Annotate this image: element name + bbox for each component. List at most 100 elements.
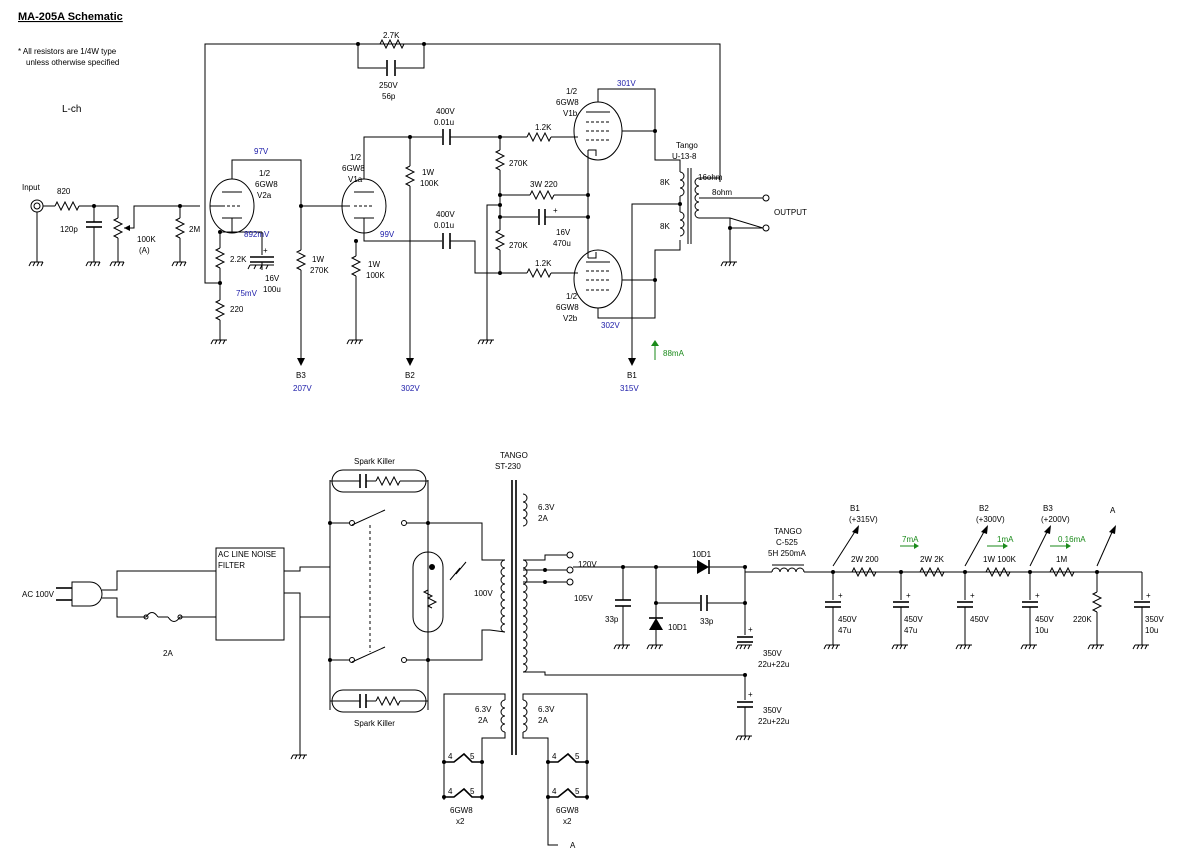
ground-icon: [346, 339, 363, 345]
ground-icon: [823, 644, 840, 650]
v2a-name: V2a: [257, 191, 272, 200]
schematic-title: MA-205A Schematic: [18, 11, 123, 23]
volume-label: 100K: [137, 235, 156, 244]
ot-secondary-8: 8ohm: [712, 188, 732, 197]
v1b-plate-voltage: 301V: [617, 79, 636, 88]
ground-icon: [28, 261, 44, 267]
svg-text:+: +: [906, 591, 911, 600]
b3-node: B3: [1043, 504, 1053, 513]
v2a-half: 1/2: [259, 169, 271, 178]
fuse-label: 2A: [163, 649, 173, 658]
tap-105v: 105V: [574, 594, 593, 603]
tube-v2b: [573, 249, 623, 309]
cap-33p-a: 33p: [605, 615, 619, 624]
cap2-value: 47u: [904, 626, 917, 635]
r-cathode-output: 3W 220: [530, 180, 558, 189]
cap-33p-b: 33p: [700, 617, 714, 626]
b2-node: B2: [979, 504, 989, 513]
cap-b-value: 22u+22u: [758, 717, 789, 726]
v2b-plate-voltage: 302V: [601, 321, 620, 330]
heater3-current: 2A: [538, 716, 548, 725]
ground-icon: [290, 754, 307, 760]
pin4-label: 4: [448, 752, 453, 761]
v1a-type: 6GW8: [342, 164, 365, 173]
heater1-voltage: 6.3V: [538, 503, 555, 512]
b1-node-voltage: (+315V): [849, 515, 878, 524]
ground-icon: [1087, 644, 1104, 650]
ground-icon: [735, 644, 752, 650]
r-cathode1-label: 2.2K: [230, 255, 247, 264]
r-grid-leak2: 270K: [509, 241, 528, 250]
c-couple2-value: 0.01u: [434, 221, 454, 230]
heater-string-right: [546, 752, 589, 799]
pin5-label: 5: [575, 752, 580, 761]
c-cathode-out-voltage: 16V: [556, 228, 571, 237]
r-load1-watt: 1W: [312, 255, 324, 264]
ground-icon: [646, 644, 663, 650]
tube-v1b: [573, 101, 623, 161]
volume-taper-label: (A): [139, 246, 150, 255]
svg-text:+: +: [748, 690, 753, 699]
choke-model: C-525: [776, 538, 798, 547]
ground-icon: [1020, 644, 1037, 650]
heater-left-count: x2: [456, 817, 465, 826]
choke-rating: 5H 250mA: [768, 549, 806, 558]
pt-brand: TANGO: [500, 451, 528, 460]
resistor-note-line1: * All resistors are 1/4W type: [18, 47, 117, 56]
svg-text:+: +: [553, 206, 558, 215]
cap4-value: 10u: [1035, 626, 1048, 635]
svg-text:+: +: [970, 591, 975, 600]
ground-icon: [735, 735, 752, 741]
b1-current: 88mA: [663, 349, 685, 358]
channel-label: L-ch: [62, 104, 81, 115]
v2a-plate-voltage: 97V: [254, 147, 269, 156]
c-cathode1-voltage: 16V: [265, 274, 280, 283]
ground-icon: [109, 261, 125, 267]
a-node: A: [1110, 506, 1116, 515]
b3-voltage: 207V: [293, 384, 312, 393]
r-grid-leak1: 270K: [509, 159, 528, 168]
ground-icon: [1132, 644, 1149, 650]
r1-label: 2W 200: [851, 555, 879, 564]
ground-icon: [210, 339, 227, 345]
pin5-label: 5: [575, 787, 580, 796]
c-couple2-voltage: 400V: [436, 210, 455, 219]
heater-string-left: [442, 752, 484, 799]
c-input-label: 120p: [60, 225, 78, 234]
cap-a-voltage: 350V: [763, 649, 782, 658]
v2b-type: 6GW8: [556, 303, 579, 312]
b1-voltage: 315V: [620, 384, 639, 393]
svg-text:+: +: [1146, 591, 1151, 600]
fb-resistor-label: 2.7K: [383, 31, 400, 40]
output-label: OUTPUT: [774, 208, 807, 217]
v1a-cathode-voltage: 99V: [380, 230, 395, 239]
cap3-voltage: 450V: [970, 615, 989, 624]
ot-brand: Tango: [676, 141, 698, 150]
cap1-voltage: 450V: [838, 615, 857, 624]
v1b-name: V1b: [563, 109, 578, 118]
b3-node-voltage: (+200V): [1041, 515, 1070, 524]
line-filter-label1: AC LINE NOISE: [218, 550, 276, 559]
r-input-label: 820: [57, 187, 71, 196]
r5-label: 220K: [1073, 615, 1092, 624]
power-switch: [330, 509, 428, 663]
current-7ma: 7mA: [902, 535, 919, 544]
v1b-half: 1/2: [566, 87, 578, 96]
heater2-current: 2A: [478, 716, 488, 725]
fb-cap-value: 56p: [382, 92, 396, 101]
c-couple1-voltage: 400V: [436, 107, 455, 116]
spark-killer-top: [330, 469, 428, 493]
heater-right-count: x2: [563, 817, 572, 826]
ground-icon: [720, 261, 737, 267]
cap1-value: 47u: [838, 626, 851, 635]
amplifier-circuit: Input 820 120p 100K (A) 2M 2.7K 25: [22, 31, 807, 393]
spark-killer-bottom-label: Spark Killer: [354, 719, 395, 728]
ot-model: U-13-8: [672, 152, 697, 161]
diode1-label: 10D1: [692, 550, 712, 559]
c-cathode1-value: 100u: [263, 285, 281, 294]
spark-killer-bottom: [330, 689, 428, 713]
pin4-label: 4: [552, 752, 557, 761]
c-cathode-out-value: 470u: [553, 239, 571, 248]
diode2-label: 10D1: [668, 623, 688, 632]
ground-icon: [891, 644, 908, 650]
